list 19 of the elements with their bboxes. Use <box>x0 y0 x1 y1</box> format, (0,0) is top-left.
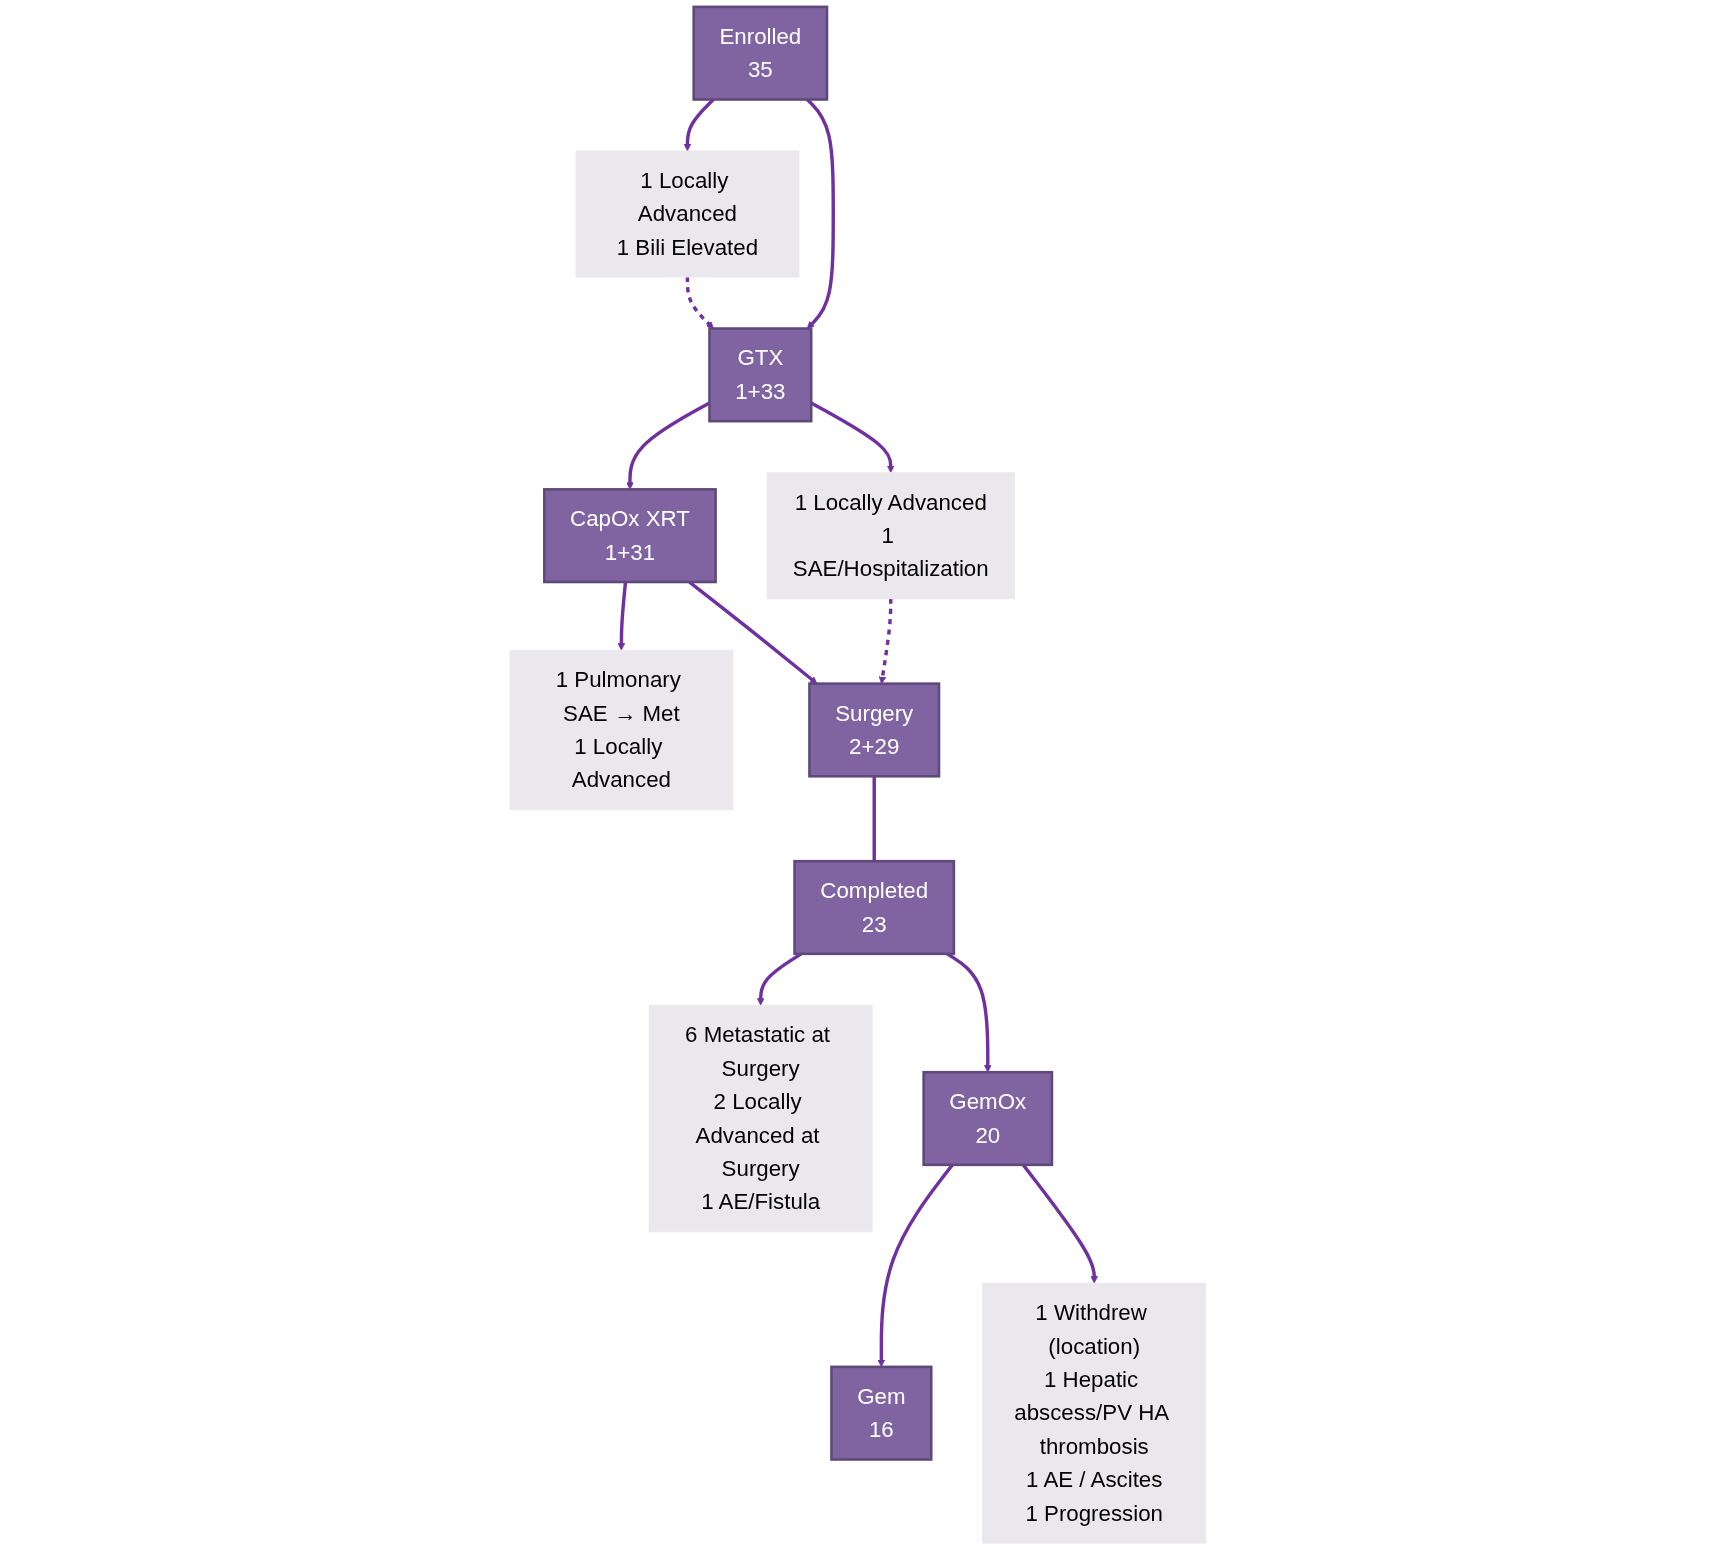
arrow <box>756 952 802 1006</box>
arrow <box>617 581 627 651</box>
node-box: CapOx XRT 1+31 <box>542 488 717 584</box>
node-box: GemOx 20 <box>922 1070 1053 1167</box>
arrow <box>810 401 895 473</box>
arrow <box>878 598 893 684</box>
node-box: 1 Locally Advanced 1 SAE/Hospitalization <box>766 472 1015 600</box>
node-box: 1 Withdrew (location) 1 Hepatic abscess/PV HA thrombosis 1 AE / Ascites 1 Progression <box>982 1282 1206 1544</box>
node-box: Gem 16 <box>829 1365 933 1461</box>
node-box: 1 Locally Advanced 1 Bili Elevated <box>575 150 800 278</box>
node-box: 1 Pulmonary SAE → Met 1 Locally Advanced <box>509 649 733 811</box>
node-box: Surgery 2+29 <box>807 682 940 778</box>
node-box: GTX 1+33 <box>707 327 813 423</box>
node-box: 6 Metastatic at Surgery 2 Locally Advanced at Surgery 1 AE/Fistula <box>648 1004 873 1233</box>
arrow <box>685 277 714 329</box>
arrow <box>946 952 992 1073</box>
connector <box>872 776 876 862</box>
node-box: Completed 23 <box>792 859 955 956</box>
node-box: Enrolled 35 <box>692 5 828 101</box>
